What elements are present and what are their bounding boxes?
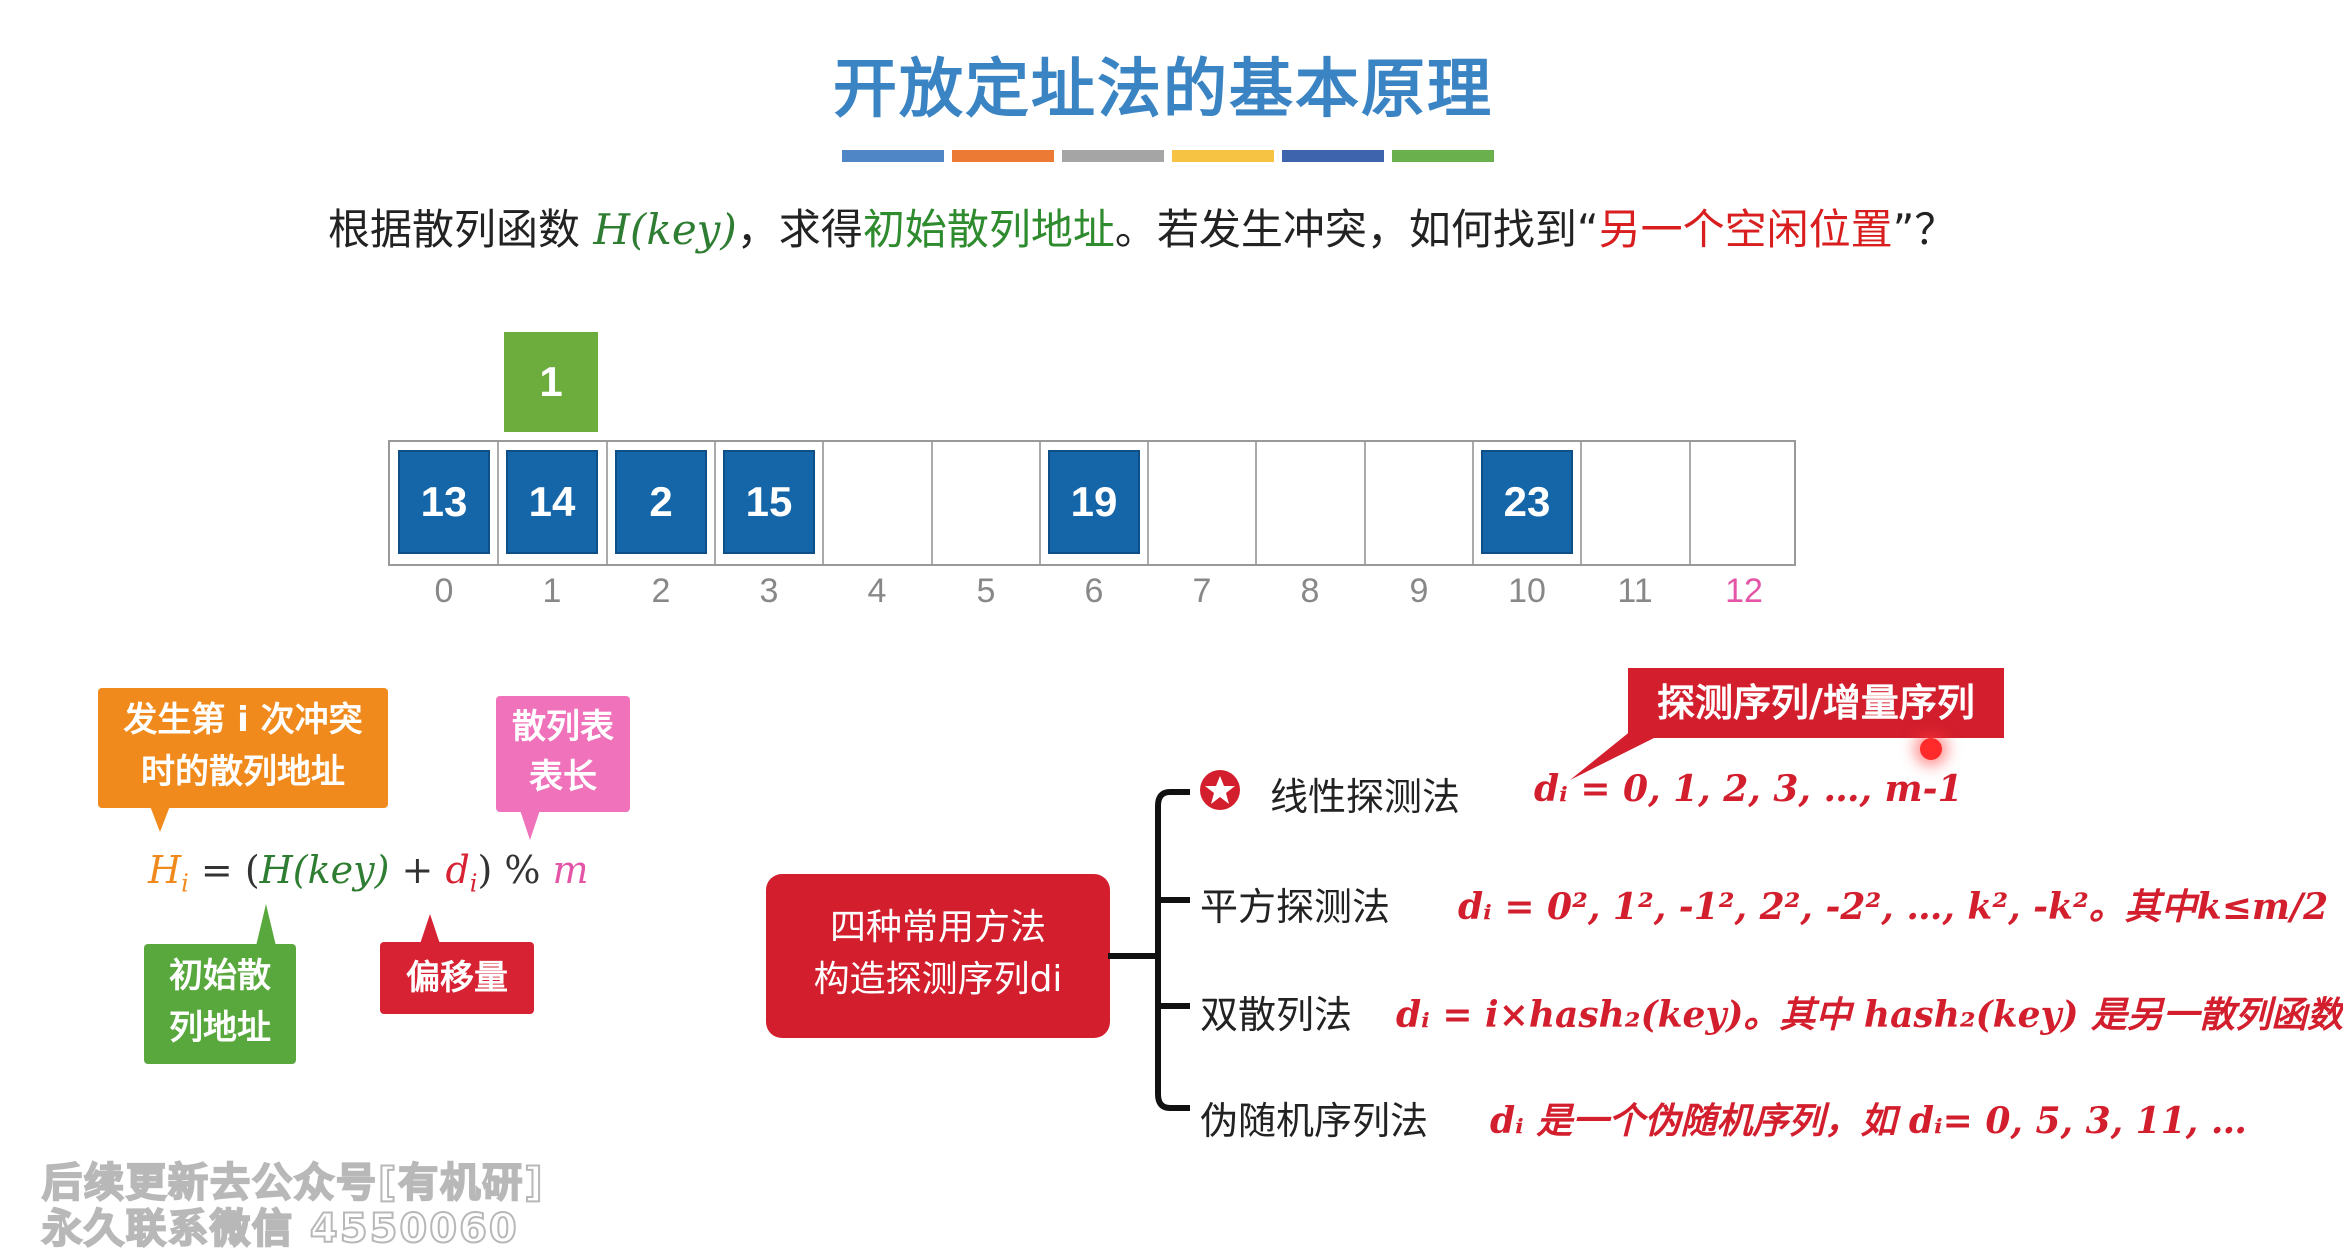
color-bar-segment bbox=[952, 150, 1054, 162]
hash-table-cell: 14 bbox=[506, 450, 598, 554]
cell-divider bbox=[1364, 442, 1366, 564]
color-bar-segment bbox=[1172, 150, 1274, 162]
formula-d-sub: i bbox=[469, 869, 478, 898]
callout-line: 列地址 bbox=[169, 1008, 271, 1048]
callout-pointer bbox=[256, 904, 276, 946]
cell-index: 10 bbox=[1508, 572, 1546, 610]
subtitle-text: ，求得 bbox=[736, 205, 863, 254]
cell-index: 2 bbox=[651, 572, 671, 610]
callout-line: 散列表 bbox=[512, 707, 614, 747]
brand-watermark bbox=[2298, 38, 2326, 131]
cell-divider bbox=[1580, 442, 1582, 564]
hash-table-cell: 13 bbox=[398, 450, 490, 554]
formula-text: = ( bbox=[188, 848, 260, 892]
callout-pointer bbox=[420, 914, 440, 944]
watermark-line: 永久联系微信 4550060 bbox=[41, 1205, 519, 1253]
cell-divider bbox=[1472, 442, 1474, 564]
method-linear-formula: dᵢ = 0, 1, 2, 3, …, m-1 bbox=[1534, 768, 1963, 810]
cell-divider bbox=[1039, 442, 1041, 564]
laser-pointer-dot bbox=[1920, 738, 1942, 760]
cell-index: 4 bbox=[867, 572, 887, 610]
callout-line: 表长 bbox=[529, 757, 597, 797]
hash-table-cell: 23 bbox=[1481, 450, 1573, 554]
cell-divider bbox=[497, 442, 499, 564]
free-slot-text: 另一个空闲位置 bbox=[1598, 205, 1893, 254]
callout-line: 时的散列地址 bbox=[141, 752, 345, 792]
method-double-hash-label: 双散列法 bbox=[1200, 993, 1353, 1037]
probe-sequence-tag: 探测序列/增量序列 bbox=[1628, 668, 2004, 738]
watermark-line: 后续更新去公众号[有机研] bbox=[41, 1159, 545, 1207]
cell-divider bbox=[1147, 442, 1149, 564]
pending-key: 1 bbox=[504, 332, 598, 432]
color-bar-segment bbox=[1062, 150, 1164, 162]
cell-divider bbox=[1255, 442, 1257, 564]
callout-table-length: 散列表 表长 bbox=[496, 696, 630, 812]
probe-formula: Hi = (H(key) + di) % m bbox=[148, 848, 589, 898]
cell-divider bbox=[931, 442, 933, 564]
page-title: 开放定址法的基本原理 bbox=[833, 53, 1493, 127]
formula-h: H bbox=[148, 848, 182, 892]
color-bar-segment bbox=[1282, 150, 1384, 162]
hash-function: H(key) bbox=[593, 205, 737, 254]
hash-table bbox=[388, 440, 1796, 566]
initial-address-text: 初始散列地址 bbox=[862, 205, 1115, 254]
cell-divider bbox=[1689, 442, 1691, 564]
method-linear-label: 线性探测法 bbox=[1270, 775, 1461, 819]
cell-index: 8 bbox=[1300, 572, 1320, 610]
cell-divider bbox=[606, 442, 608, 564]
cell-divider bbox=[714, 442, 716, 564]
star-icon bbox=[1200, 770, 1240, 810]
cell-index: 6 bbox=[1084, 572, 1104, 610]
callout-initial-address: 初始散 列地址 bbox=[144, 944, 296, 1064]
callout-pointer bbox=[520, 810, 540, 840]
callout-line: 初始散 bbox=[169, 956, 271, 996]
center-box-line: 四种常用方法 bbox=[829, 907, 1046, 948]
probe-tag-pointer bbox=[1570, 730, 1670, 780]
hash-table-cell: 19 bbox=[1048, 450, 1140, 554]
formula-h-sub: i bbox=[181, 869, 189, 898]
cell-index: 5 bbox=[976, 572, 996, 610]
callout-conflict-address: 发生第 i 次冲突 时的散列地址 bbox=[98, 688, 388, 808]
cell-index: 0 bbox=[434, 572, 454, 610]
formula-hkey: H(key) bbox=[259, 848, 390, 892]
cell-index: 3 bbox=[759, 572, 779, 610]
subtitle: 根据散列函数 H(key)，求得初始散列地址。若发生冲突，如何找到“另一个空闲位… bbox=[328, 196, 1956, 257]
callout-pointer bbox=[150, 806, 170, 832]
method-random-formula: dᵢ 是一个伪随机序列，如 dᵢ= 0, 5, 3, 11, … bbox=[1490, 1100, 2247, 1142]
formula-m: m bbox=[552, 848, 589, 892]
color-bar-segment bbox=[1392, 150, 1494, 162]
subtitle-text: 。若发生冲突，如何找到“ bbox=[1114, 205, 1599, 254]
hash-table-cell: 15 bbox=[723, 450, 815, 554]
methods-bracket bbox=[1108, 789, 1190, 1111]
callout-offset: 偏移量 bbox=[380, 942, 534, 1014]
method-double-hash-formula: dᵢ = i×hash₂(key)。其中 hash₂(key) 是另一散列函数 bbox=[1396, 994, 2343, 1036]
hash-table-cell: 2 bbox=[615, 450, 707, 554]
cell-index: 1 bbox=[542, 572, 562, 610]
method-random-label: 伪随机序列法 bbox=[1200, 1099, 1429, 1143]
cell-index: 11 bbox=[1617, 572, 1653, 610]
callout-line: 发生第 i 次冲突 bbox=[123, 700, 363, 740]
formula-text: + bbox=[389, 848, 446, 892]
color-bar-segment bbox=[842, 150, 944, 162]
method-quadratic-label: 平方探测法 bbox=[1200, 885, 1391, 929]
method-quadratic-formula: dᵢ = 0², 1², -1², 2², -2², …, k², -k²。其中… bbox=[1458, 886, 2329, 928]
subtitle-text: 根据散列函数 bbox=[328, 205, 594, 254]
cell-index: 7 bbox=[1192, 572, 1212, 610]
center-box-line: 构造探测序列di bbox=[813, 959, 1063, 1000]
cell-index: 9 bbox=[1409, 572, 1429, 610]
cell-divider bbox=[822, 442, 824, 564]
subtitle-text: ”？ bbox=[1892, 205, 1957, 254]
four-methods-box: 四种常用方法 构造探测序列di bbox=[766, 874, 1110, 1038]
cell-index: 12 bbox=[1725, 572, 1763, 610]
formula-text: ) % bbox=[477, 848, 553, 892]
formula-d: d bbox=[445, 848, 470, 892]
